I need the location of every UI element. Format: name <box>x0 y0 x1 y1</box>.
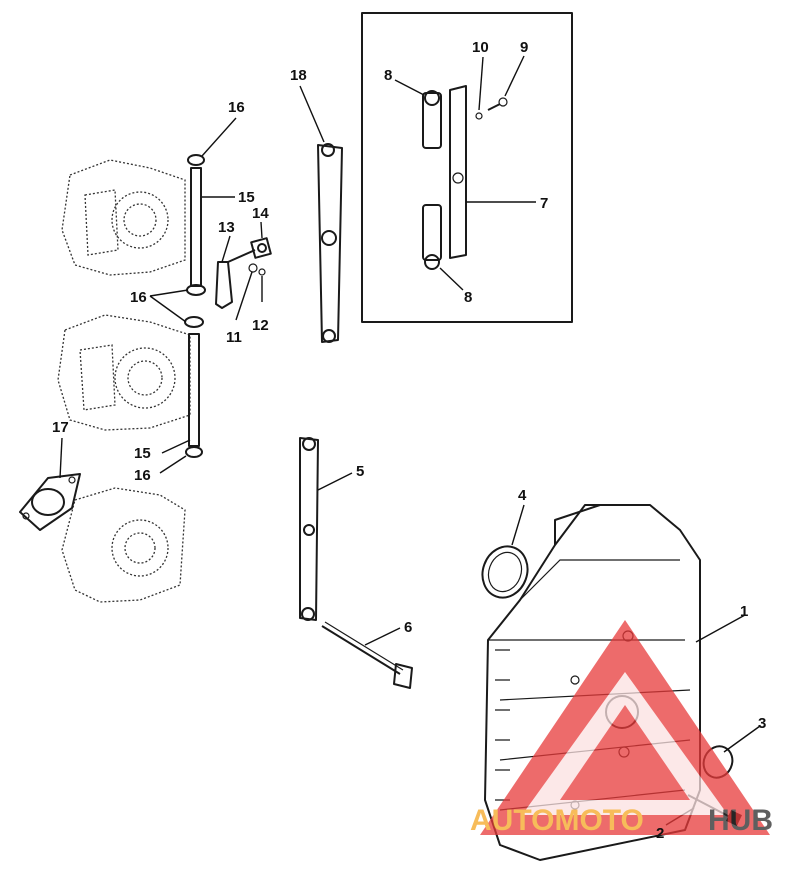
callout-3: 3 <box>758 715 766 732</box>
link-5 <box>299 437 319 621</box>
roller-arm-upper-8 <box>422 90 442 149</box>
callout-8-lower: 8 <box>464 289 472 306</box>
callout-14: 11 <box>226 329 242 346</box>
watermark-text-right: HUB <box>708 804 773 837</box>
carburetor-top <box>61 159 186 276</box>
callout-16-top: 16 <box>228 99 245 116</box>
o-ring-4 <box>481 545 529 599</box>
leader-lines <box>59 55 761 826</box>
callout-16-middle: 16 <box>130 289 147 306</box>
callout-4: 4 <box>518 487 527 504</box>
roller-arm-lower-8 <box>422 204 442 270</box>
cam-link-7 <box>449 85 467 259</box>
throttle-shaft-lower <box>184 316 204 458</box>
callout-15-upper: 15 <box>238 189 255 206</box>
callout-labels: 16 15 13 14 16 11 12 15 16 17 18 8 10 9 … <box>52 39 766 842</box>
link-rod-18 <box>317 143 343 343</box>
callout-1: 1 <box>740 603 748 620</box>
callout-16-bottom: 16 <box>134 467 151 484</box>
throttle-lever-assembly <box>215 237 272 309</box>
callout-17: 17 <box>52 419 69 436</box>
callout-6: 6 <box>404 619 412 636</box>
callout-7: 7 <box>540 195 548 212</box>
watermark-triangle-core <box>560 705 690 800</box>
gasket-17 <box>19 473 81 531</box>
automotohub-watermark: AUTOMOTO HUB <box>470 620 773 837</box>
callout-10: 10 <box>472 39 489 56</box>
callout-5: 5 <box>356 463 364 480</box>
callout-12: 14 <box>252 205 269 222</box>
carburetor-bottom <box>61 487 186 603</box>
callout-15-lower: 15 <box>134 445 151 462</box>
callout-2: 2 <box>656 825 664 842</box>
watermark-text-left: AUTOMOTO <box>470 804 644 837</box>
callout-8-upper: 8 <box>384 67 392 84</box>
callout-13: 12 <box>252 317 269 334</box>
bolt-6 <box>321 621 413 689</box>
carburetor-middle <box>57 314 191 431</box>
throttle-shaft-upper <box>186 154 206 296</box>
callout-18: 18 <box>290 67 307 84</box>
screw-9-washer-10 <box>475 97 508 120</box>
callout-11: 13 <box>218 219 235 236</box>
inset-detail-box <box>361 12 573 323</box>
callout-9: 9 <box>520 39 528 56</box>
